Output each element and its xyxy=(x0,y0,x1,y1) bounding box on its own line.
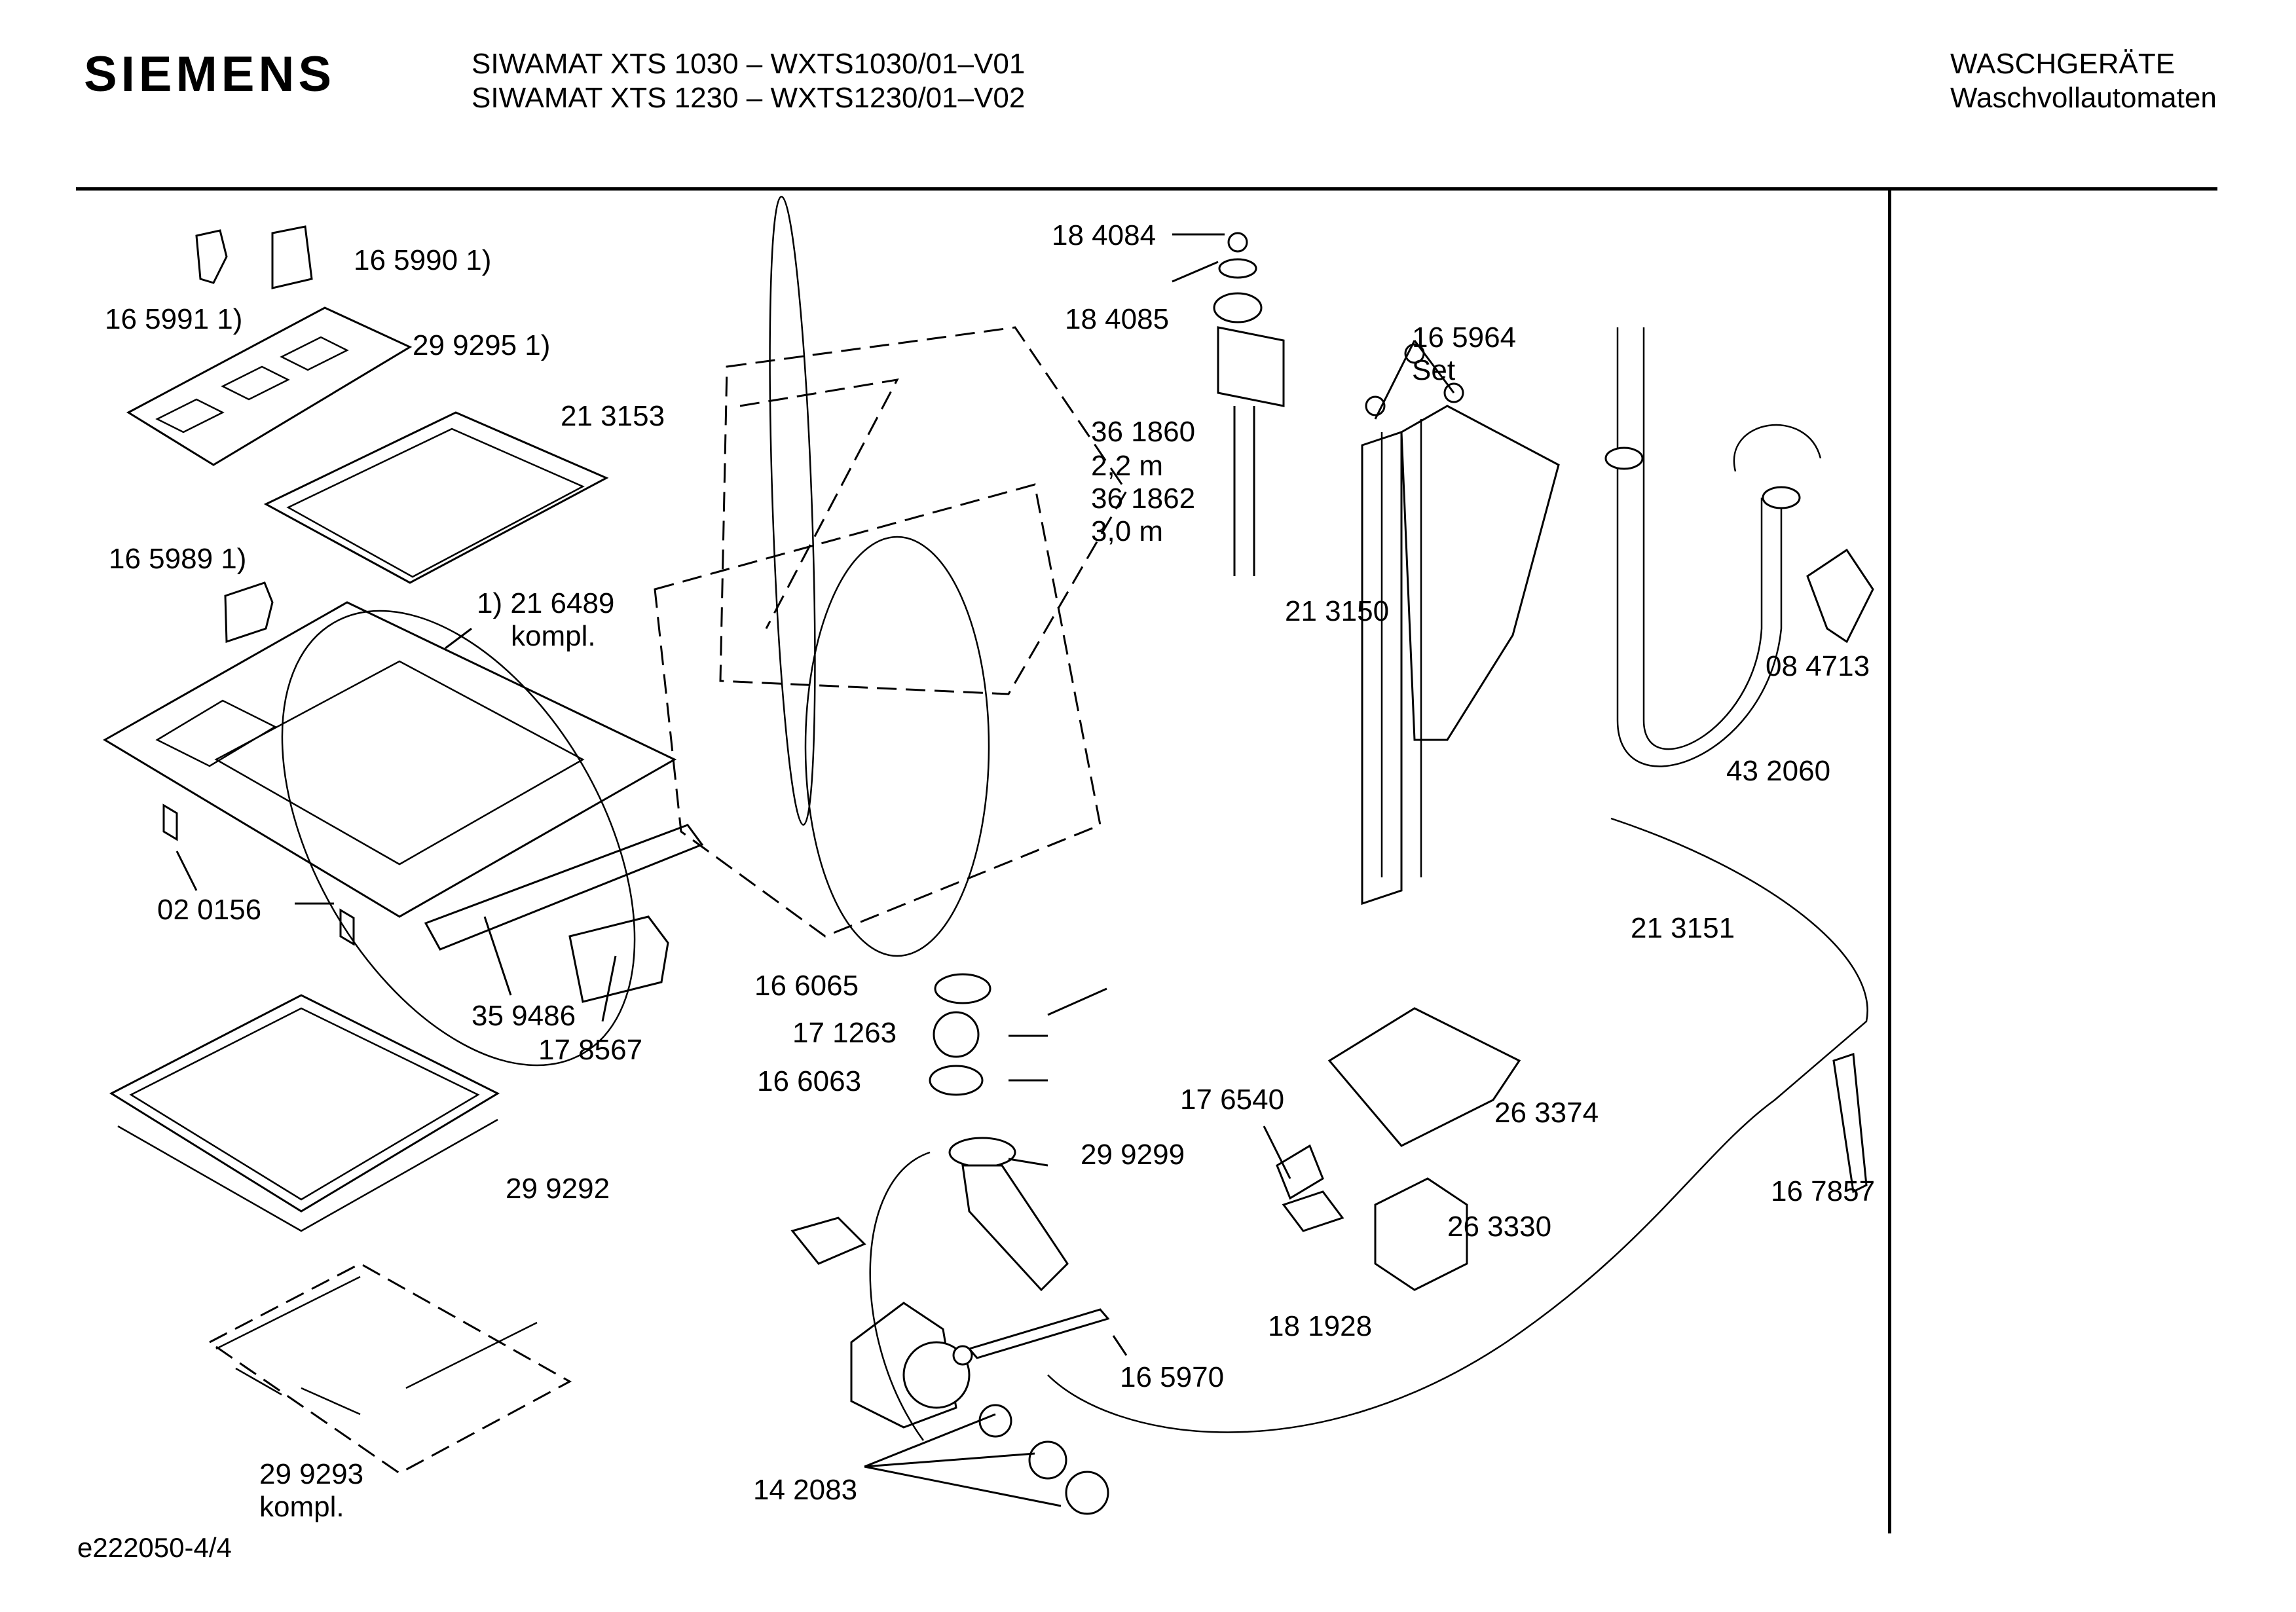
category-title: WASCHGERÄTE xyxy=(1950,48,2176,80)
model-block: SIWAMAT XTS 1030 – WXTS1030/01–V01 SIWAM… xyxy=(472,47,1025,115)
inlet-hose xyxy=(1213,232,1285,576)
label-359486: 35 9486 xyxy=(472,1000,576,1032)
label-184084: 18 4084 xyxy=(1052,219,1156,251)
model-line-1: SIWAMAT XTS 1030 – WXTS1030/01–V01 xyxy=(472,48,1026,80)
solenoid-valve xyxy=(1374,1177,1468,1291)
label-216489: 1) 21 6489 xyxy=(477,587,614,619)
label-020156: 02 0156 xyxy=(157,894,261,926)
label-181928: 18 1928 xyxy=(1268,1310,1372,1342)
label-299293: 29 9293 xyxy=(259,1458,363,1490)
spring-frame xyxy=(208,1262,572,1475)
label-165964-set: Set xyxy=(1412,354,1455,386)
label-299295: 29 9295 1) xyxy=(413,329,550,361)
label-432060: 43 2060 xyxy=(1726,755,1830,787)
model-line-2: SIWAMAT XTS 1230 – WXTS1230/01–V02 xyxy=(472,82,1026,114)
label-167857: 16 7857 xyxy=(1771,1175,1875,1207)
label-263330: 26 3330 xyxy=(1447,1211,1551,1243)
label-299299: 29 9299 xyxy=(1081,1139,1185,1171)
label-length-22: 2,2 m xyxy=(1091,450,1163,482)
label-299293-kompl: kompl. xyxy=(259,1491,344,1523)
drawer-handle-parts xyxy=(195,225,313,289)
label-165991: 16 5991 1) xyxy=(105,303,242,335)
sump-hose xyxy=(948,1137,1069,1292)
hose-support xyxy=(1832,1052,1868,1194)
label-166065: 16 6065 xyxy=(754,970,859,1002)
tub-assembly xyxy=(654,196,1128,957)
category-subtitle: Waschvollautomaten xyxy=(1950,82,2217,114)
drain-plug-set xyxy=(929,973,991,1096)
category-block: WASCHGERÄTE Waschvollautomaten xyxy=(1950,47,2217,115)
label-178567: 17 8567 xyxy=(538,1034,642,1066)
label-213153: 21 3153 xyxy=(561,400,665,432)
label-165990: 16 5990 1) xyxy=(354,244,491,276)
plug-connector xyxy=(1282,1190,1344,1232)
label-165989: 16 5989 1) xyxy=(109,543,246,575)
header-rule xyxy=(76,187,2217,191)
label-299292: 29 9292 xyxy=(506,1173,610,1205)
leader-lines xyxy=(176,233,1455,1507)
label-361862: 36 1862 xyxy=(1091,483,1195,515)
brand-logo: SIEMENS xyxy=(84,46,336,102)
pump-link-line xyxy=(869,1151,931,1441)
small-hose xyxy=(952,1308,1110,1366)
small-clip xyxy=(1276,1144,1324,1200)
lid-seal xyxy=(109,994,500,1232)
outlet-hose xyxy=(1047,817,1868,1433)
label-166063: 16 6063 xyxy=(757,1065,861,1097)
drain-hose xyxy=(1616,327,1874,767)
label-213151: 21 3151 xyxy=(1631,912,1735,944)
label-142083: 14 2083 xyxy=(753,1474,857,1506)
detergent-drawer xyxy=(126,306,413,466)
label-165964: 16 5964 xyxy=(1412,321,1516,354)
detergent-inlet-pipe xyxy=(1361,405,1560,906)
label-184085: 18 4085 xyxy=(1065,303,1169,335)
group-outline-1 xyxy=(281,610,636,1067)
label-171263: 17 1263 xyxy=(792,1017,897,1049)
drawer-tray xyxy=(263,411,609,584)
top-frame xyxy=(103,601,677,946)
clip-part xyxy=(224,581,274,644)
label-361860: 36 1860 xyxy=(1091,416,1195,448)
right-margin-rule xyxy=(1888,187,1891,1533)
label-176540: 17 6540 xyxy=(1180,1084,1284,1116)
inlet-valve-housing xyxy=(1327,1007,1521,1147)
label-263374: 26 3374 xyxy=(1494,1097,1599,1129)
label-216489-kompl: kompl. xyxy=(511,620,596,652)
label-165970: 16 5970 xyxy=(1120,1361,1224,1393)
hose-clamp-set xyxy=(1604,447,1801,509)
label-length-30: 3,0 m xyxy=(1091,515,1163,547)
drawing-id: e222050-4/4 xyxy=(77,1532,232,1563)
label-213150: 21 3150 xyxy=(1285,595,1389,627)
label-084713: 08 4713 xyxy=(1766,650,1870,682)
control-bracket xyxy=(424,824,704,1003)
